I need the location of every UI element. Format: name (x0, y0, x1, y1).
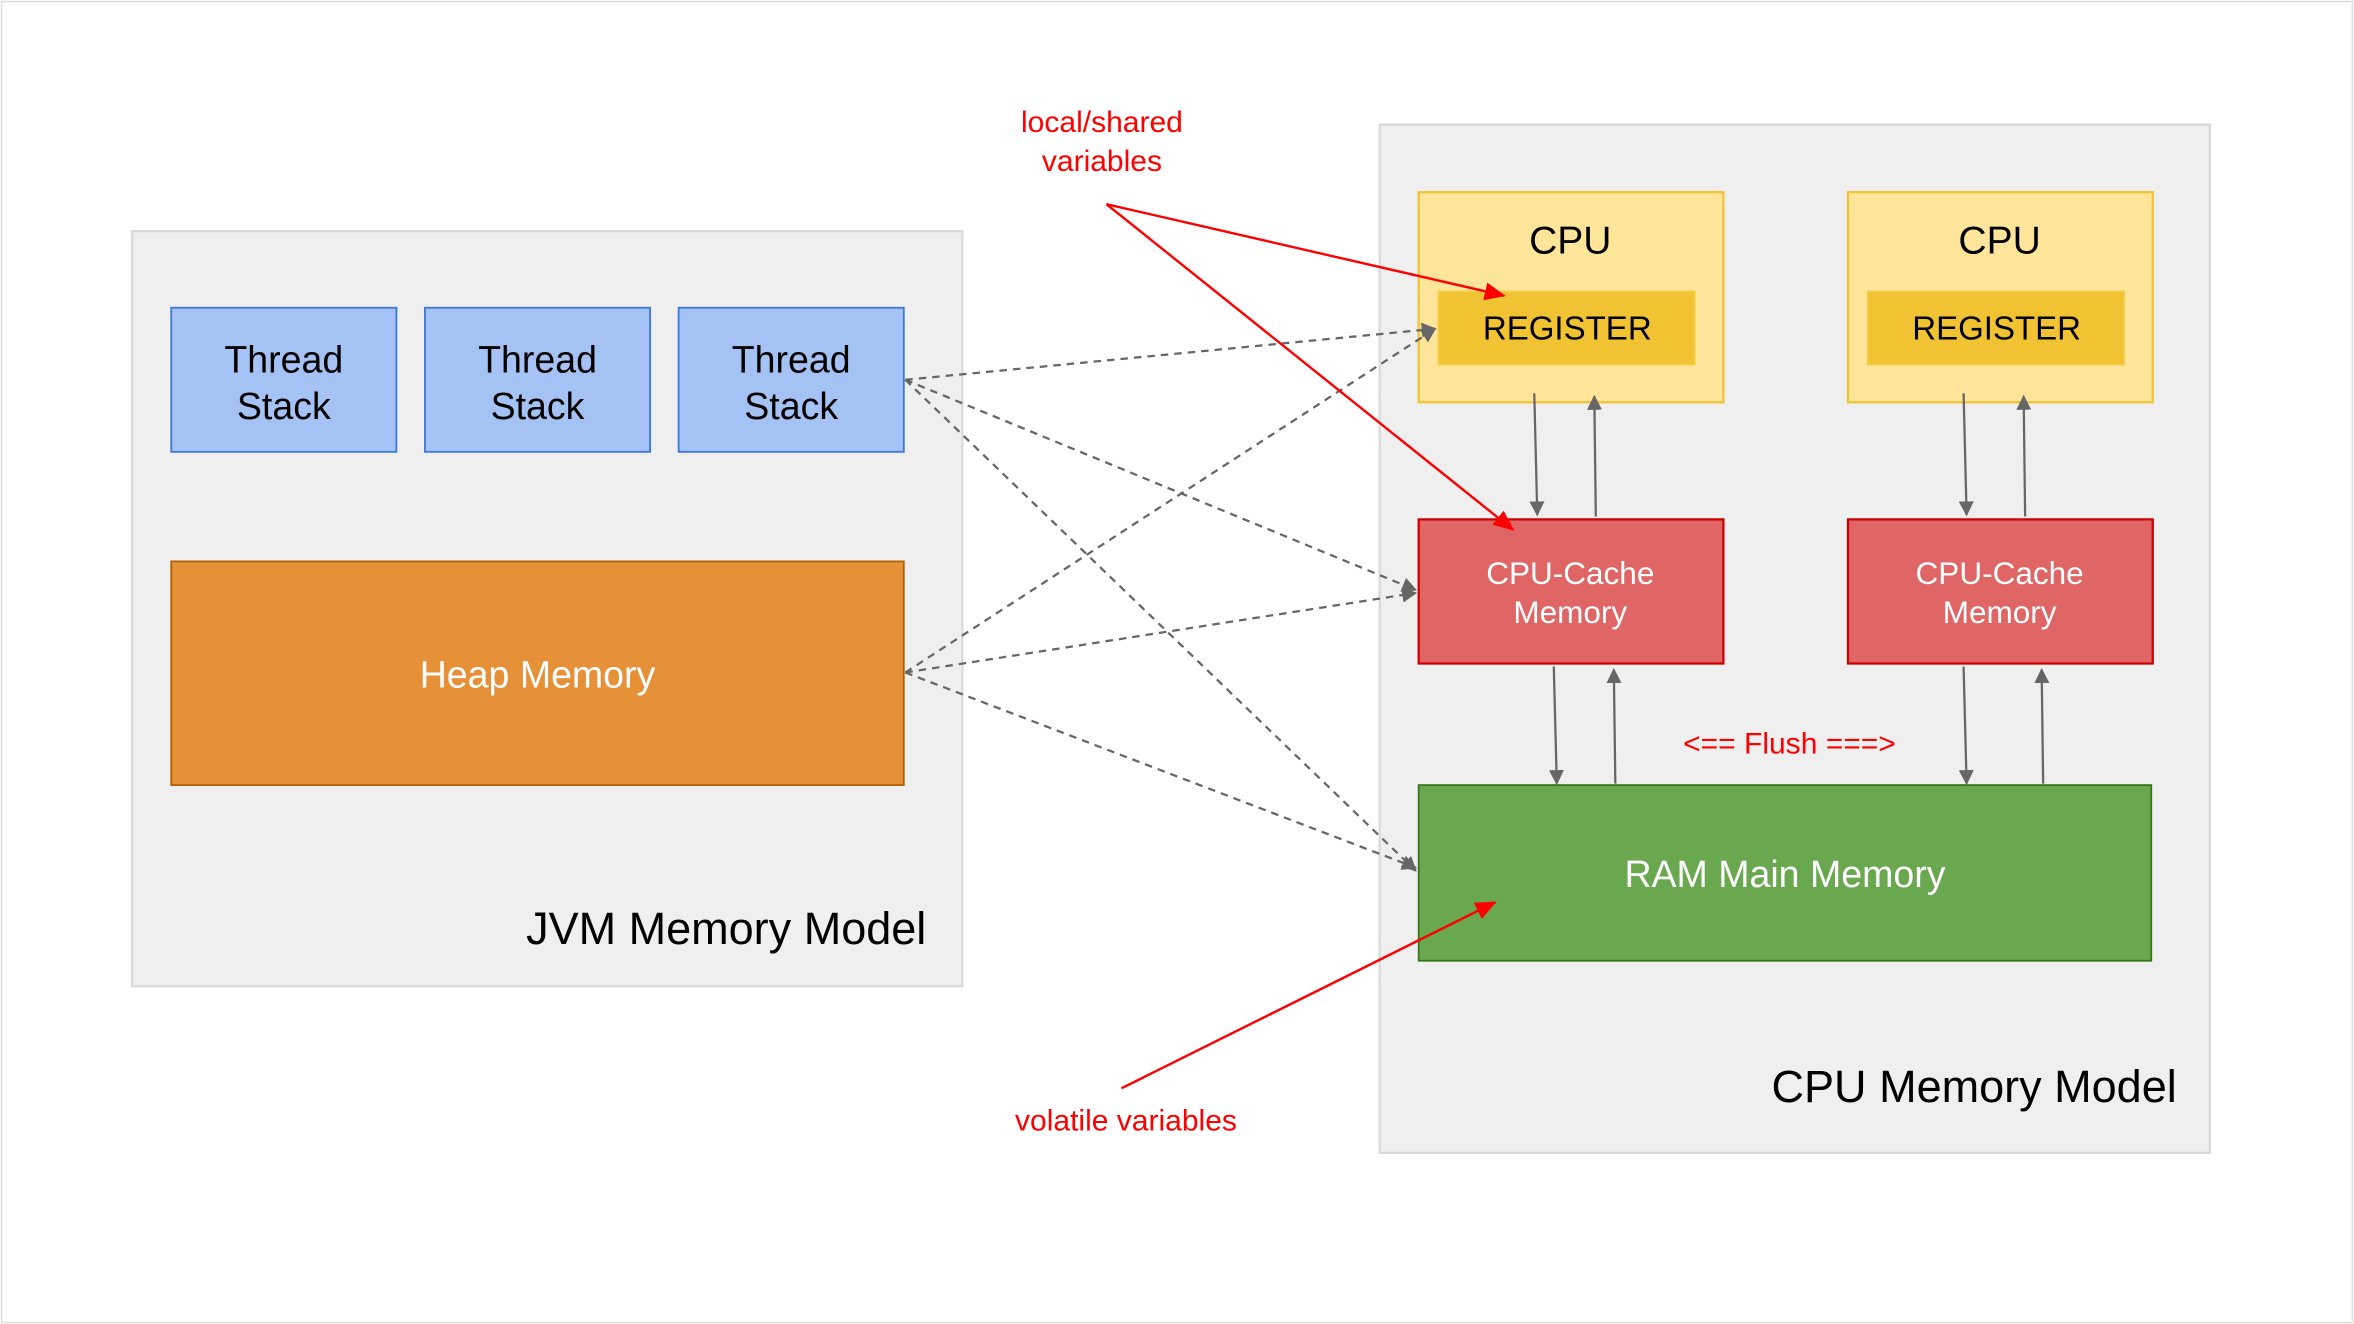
svg-text:REGISTER: REGISTER (1912, 309, 2081, 346)
cpu-2: CPU REGISTER (1846, 191, 2154, 404)
svg-text:CPU: CPU (1958, 220, 2040, 263)
svg-text:CPU-Cache: CPU-Cache (1486, 555, 1654, 591)
local-shared-annotation: local/shared variables (1021, 106, 1515, 531)
svg-text:Memory: Memory (1943, 594, 2057, 630)
svg-text:CPU-Cache: CPU-Cache (1916, 555, 2084, 591)
register-2 (1866, 290, 2125, 366)
flush-label: <== Flush ===> (1683, 728, 1896, 761)
jvm-title: JVM Memory Model (526, 903, 926, 954)
ram-main-memory: RAM Main Memory (1417, 784, 2153, 962)
jvm-memory-model-group: Thread Stack Thread Stack Thread Stack H… (131, 230, 964, 988)
svg-text:RAM Main Memory: RAM Main Memory (1624, 853, 1945, 895)
heap-memory: Heap Memory (170, 560, 905, 786)
svg-text:Stack: Stack (237, 385, 331, 427)
svg-text:Thread: Thread (478, 338, 597, 380)
jvm-to-cpu-dashed-arrows (904, 322, 1437, 872)
cpu-1: CPU REGISTER (1417, 191, 1725, 404)
svg-text:REGISTER: REGISTER (1483, 309, 1652, 346)
cpu-memory-model-group: CPU REGISTER CPU REGISTER CPU-Cache Memo… (1378, 123, 2211, 1154)
cpu-title: CPU Memory Model (1772, 1061, 2177, 1112)
svg-text:Thread: Thread (224, 338, 343, 380)
svg-text:CPU: CPU (1529, 220, 1611, 263)
svg-text:variables: variables (1042, 145, 1162, 178)
svg-text:local/shared: local/shared (1021, 106, 1183, 139)
svg-text:Heap Memory: Heap Memory (420, 654, 656, 696)
cpu-cache-2: CPU-Cache Memory (1846, 518, 2154, 665)
thread-stack-1: Thread Stack (170, 306, 398, 453)
thread-stack-3: Thread Stack (677, 306, 905, 453)
svg-text:Thread: Thread (732, 338, 851, 380)
svg-text:Memory: Memory (1513, 594, 1627, 630)
thread-stack-2: Thread Stack (424, 306, 652, 453)
volatile-annotation: volatile variables (1015, 901, 1497, 1137)
svg-text:Stack: Stack (491, 385, 585, 427)
register-1 (1437, 290, 1696, 366)
vertical-connector-arrows (1529, 393, 2050, 786)
cpu-cache-1: CPU-Cache Memory (1417, 518, 1725, 665)
svg-text:volatile variables: volatile variables (1015, 1104, 1237, 1137)
svg-text:Stack: Stack (744, 385, 838, 427)
